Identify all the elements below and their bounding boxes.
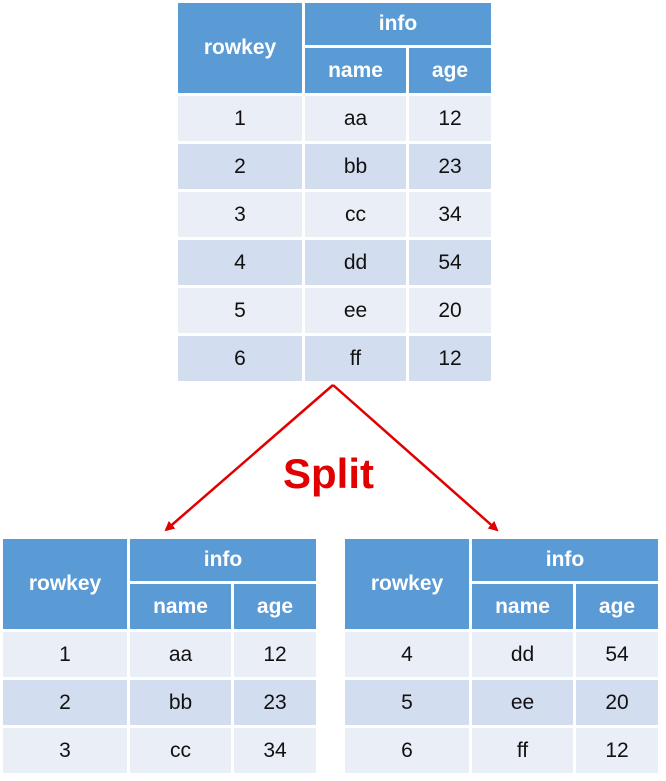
rowkey-cell: 5 bbox=[178, 288, 302, 333]
name-cell: dd bbox=[305, 240, 406, 285]
rowkey-header: rowkey bbox=[3, 539, 127, 629]
rowkey-cell: 6 bbox=[178, 336, 302, 381]
left-region-table: rowkey info name age 1 aa 12 2 bb 23 3 c… bbox=[0, 536, 319, 776]
original-table: rowkey info name age 1 aa 12 2 bb 23 3 c… bbox=[175, 0, 494, 384]
name-column-header: name bbox=[130, 584, 231, 629]
rowkey-cell: 4 bbox=[178, 240, 302, 285]
rowkey-cell: 3 bbox=[3, 728, 127, 773]
age-cell: 20 bbox=[409, 288, 491, 333]
table-row: 4 dd 54 bbox=[178, 240, 491, 285]
name-cell: ee bbox=[305, 288, 406, 333]
rowkey-header: rowkey bbox=[178, 3, 302, 93]
split-label: Split bbox=[283, 450, 374, 497]
rowkey-cell: 1 bbox=[178, 96, 302, 141]
name-cell: dd bbox=[472, 632, 573, 677]
name-cell: ff bbox=[472, 728, 573, 773]
table-row: 2 bb 23 bbox=[3, 680, 316, 725]
age-cell: 12 bbox=[234, 632, 316, 677]
rowkey-cell: 6 bbox=[345, 728, 469, 773]
age-cell: 34 bbox=[234, 728, 316, 773]
table-row: 5 ee 20 bbox=[178, 288, 491, 333]
name-cell: bb bbox=[130, 680, 231, 725]
name-cell: aa bbox=[130, 632, 231, 677]
column-family-header: info bbox=[472, 539, 658, 581]
name-column-header: name bbox=[305, 48, 406, 93]
table-row: 1 aa 12 bbox=[178, 96, 491, 141]
name-cell: cc bbox=[305, 192, 406, 237]
name-cell: bb bbox=[305, 144, 406, 189]
age-column-header: age bbox=[234, 584, 316, 629]
rowkey-cell: 2 bbox=[178, 144, 302, 189]
rowkey-header: rowkey bbox=[345, 539, 469, 629]
table-row: 3 cc 34 bbox=[3, 728, 316, 773]
age-cell: 54 bbox=[576, 632, 658, 677]
name-column-header: name bbox=[472, 584, 573, 629]
name-cell: ff bbox=[305, 336, 406, 381]
age-column-header: age bbox=[576, 584, 658, 629]
age-cell: 23 bbox=[234, 680, 316, 725]
age-cell: 12 bbox=[576, 728, 658, 773]
rowkey-cell: 3 bbox=[178, 192, 302, 237]
age-cell: 12 bbox=[409, 336, 491, 381]
age-cell: 23 bbox=[409, 144, 491, 189]
table-row: 6 ff 12 bbox=[178, 336, 491, 381]
table-row: 2 bb 23 bbox=[178, 144, 491, 189]
table-row: 3 cc 34 bbox=[178, 192, 491, 237]
right-region-table: rowkey info name age 4 dd 54 5 ee 20 6 f… bbox=[342, 536, 661, 776]
age-cell: 54 bbox=[409, 240, 491, 285]
age-cell: 12 bbox=[409, 96, 491, 141]
table-row: 1 aa 12 bbox=[3, 632, 316, 677]
column-family-header: info bbox=[130, 539, 316, 581]
table-row: 6 ff 12 bbox=[345, 728, 658, 773]
name-cell: ee bbox=[472, 680, 573, 725]
name-cell: aa bbox=[305, 96, 406, 141]
table-row: 4 dd 54 bbox=[345, 632, 658, 677]
name-cell: cc bbox=[130, 728, 231, 773]
rowkey-cell: 4 bbox=[345, 632, 469, 677]
age-cell: 20 bbox=[576, 680, 658, 725]
rowkey-cell: 1 bbox=[3, 632, 127, 677]
table-row: 5 ee 20 bbox=[345, 680, 658, 725]
age-column-header: age bbox=[409, 48, 491, 93]
rowkey-cell: 2 bbox=[3, 680, 127, 725]
column-family-header: info bbox=[305, 3, 491, 45]
rowkey-cell: 5 bbox=[345, 680, 469, 725]
age-cell: 34 bbox=[409, 192, 491, 237]
